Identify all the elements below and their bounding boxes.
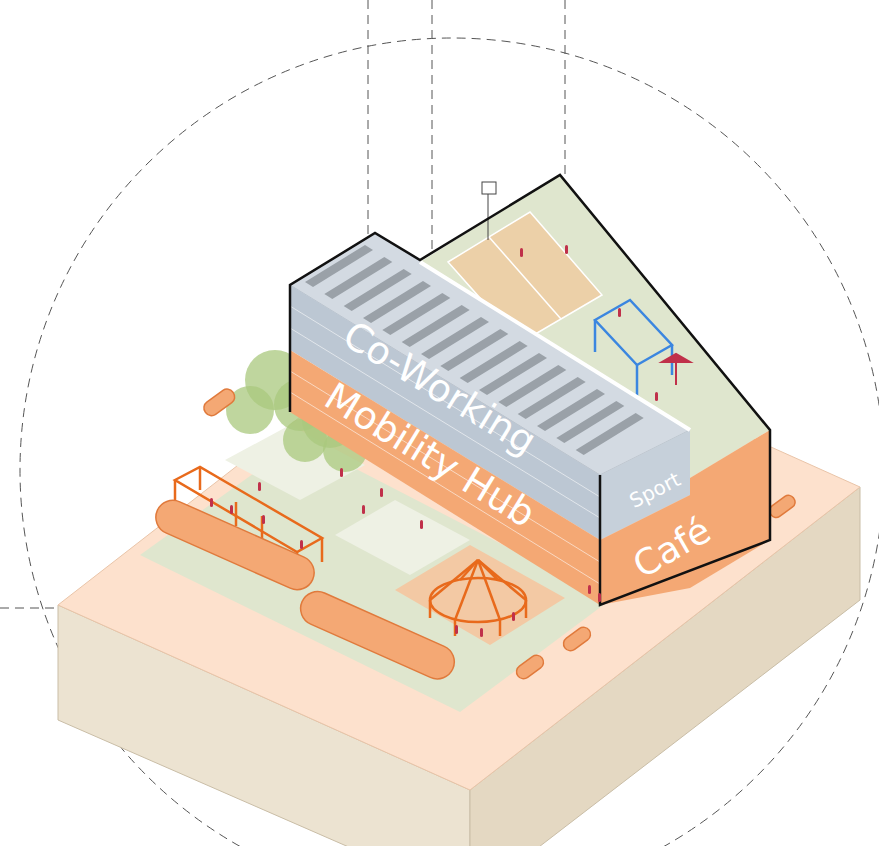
person (588, 585, 591, 594)
solar-panel (440, 329, 508, 371)
low-block-facade (690, 430, 770, 588)
person (300, 540, 303, 549)
building-outline (290, 175, 770, 605)
person (262, 515, 265, 524)
person (480, 628, 483, 637)
solar-panel (324, 257, 392, 299)
solar-panel (305, 245, 373, 287)
guide-circle (20, 38, 879, 846)
person (210, 498, 213, 507)
solar-panel (556, 401, 624, 443)
tent (430, 560, 526, 636)
person (420, 520, 423, 529)
person (362, 505, 365, 514)
solar-panel (344, 269, 412, 311)
solar-panel (479, 353, 547, 395)
person (230, 505, 233, 514)
person (340, 468, 343, 477)
person (618, 308, 621, 317)
person (598, 593, 601, 602)
people (210, 245, 658, 637)
solar-panel (518, 377, 586, 419)
solar-panel (460, 341, 528, 383)
basket (482, 182, 496, 194)
person (258, 482, 261, 491)
person (565, 245, 568, 254)
person (655, 392, 658, 401)
solar-panel (537, 389, 605, 431)
solar-panel (363, 281, 431, 323)
floor-lines (290, 306, 600, 584)
person (455, 625, 458, 634)
person (512, 612, 515, 621)
person (380, 488, 383, 497)
solar-panel (498, 365, 566, 407)
solar-panel (576, 413, 644, 455)
umbrella (662, 354, 690, 385)
solar-panel (382, 293, 450, 335)
person (520, 248, 523, 257)
solar-panel (421, 317, 489, 359)
solar-panel (402, 305, 470, 347)
